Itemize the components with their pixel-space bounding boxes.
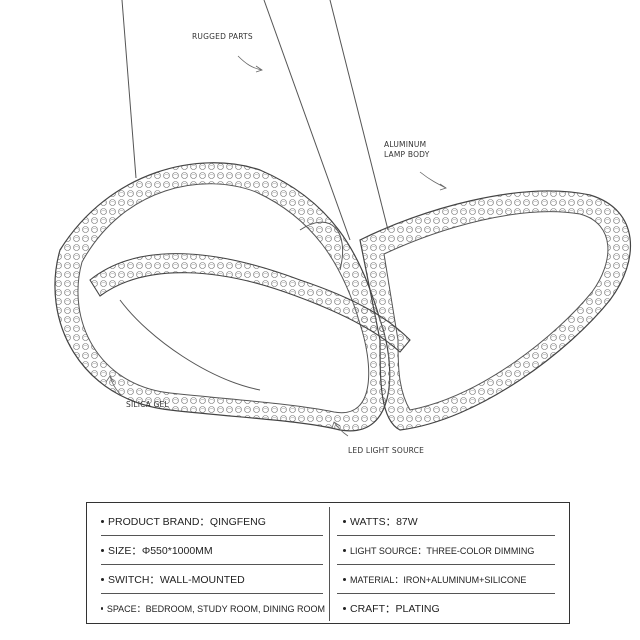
row-rule xyxy=(337,564,555,565)
bullet-icon xyxy=(343,577,346,581)
right-loop xyxy=(359,190,632,431)
bullet-icon xyxy=(101,519,104,523)
row-rule xyxy=(337,535,555,536)
spec-row: SWITCH：WALL-MOUNTED MATERIAL：IRON+ALUMIN… xyxy=(87,565,569,593)
inner-band xyxy=(89,221,411,391)
spec-cell: MATERIAL：IRON+ALUMINUM+SILICONE xyxy=(343,565,567,593)
callout-led-light-source: LED LIGHT SOURCE xyxy=(348,446,425,455)
bullet-icon xyxy=(343,519,346,523)
spec-row: SIZE：Φ550*1000MM LIGHT SOURCE：THREE-COLO… xyxy=(87,536,569,564)
bullet-icon xyxy=(101,548,104,552)
lamp-sketch xyxy=(54,0,632,437)
spec-table: PRODUCT BRAND：QINGFENG WATTS：87W SIZE：Φ5… xyxy=(86,502,570,624)
spec-row: SPACE：BEDROOM, STUDY ROOM, DINING ROOM C… xyxy=(87,594,569,622)
callout-rugged-parts: RUGGED PARTS xyxy=(192,32,253,41)
spec-cell: LIGHT SOURCE：THREE-COLOR DIMMING xyxy=(343,536,567,564)
row-rule xyxy=(101,535,323,536)
bullet-icon xyxy=(343,548,346,552)
callout-arrows xyxy=(105,55,447,437)
spec-cell: PRODUCT BRAND：QINGFENG xyxy=(101,507,325,535)
spec-cell: SWITCH：WALL-MOUNTED xyxy=(101,565,325,593)
row-rule xyxy=(101,564,323,565)
bullet-icon xyxy=(343,606,346,610)
spec-cell: SPACE：BEDROOM, STUDY ROOM, DINING ROOM xyxy=(101,594,325,622)
spec-cell: SIZE：Φ550*1000MM xyxy=(101,536,325,564)
row-rule xyxy=(101,593,323,594)
spec-cell: WATTS：87W xyxy=(343,507,567,535)
row-rule xyxy=(337,593,555,594)
callout-silica-gel: SILICA GEL xyxy=(126,400,169,409)
bullet-icon xyxy=(101,606,103,610)
callout-aluminum-lamp-body: ALUMINUM LAMP BODY xyxy=(384,140,430,159)
spec-cell: CRAFT：PLATING xyxy=(343,594,567,622)
bullet-icon xyxy=(101,577,104,581)
column-divider xyxy=(329,507,330,621)
suspension-wires xyxy=(121,0,389,241)
spec-row: PRODUCT BRAND：QINGFENG WATTS：87W xyxy=(87,507,569,535)
